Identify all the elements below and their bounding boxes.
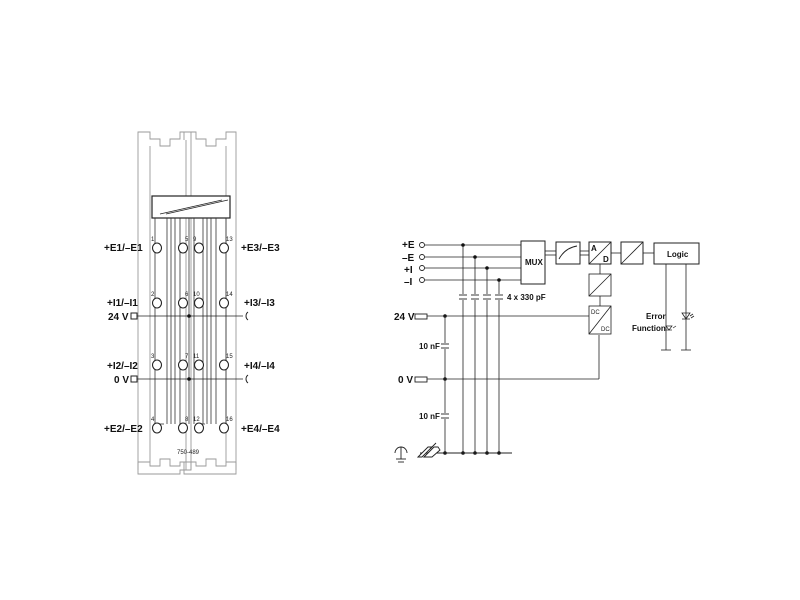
- schematic-input-terminals: [419, 242, 425, 283]
- terminal-number: 7: [185, 354, 189, 360]
- cap-10nf-label-1: 10 nF: [419, 342, 440, 351]
- label-24v-schematic: 24 V: [394, 312, 415, 323]
- terminal-number: 11: [193, 354, 200, 360]
- terminal-circles: [151, 242, 230, 434]
- module-electronics-block: [151, 195, 231, 219]
- adc-power-chain: [588, 264, 612, 335]
- label-e3: +E3/–E3: [241, 243, 280, 254]
- mux-label: MUX: [525, 258, 543, 267]
- module-number: 750-489: [177, 450, 200, 456]
- terminal-number: 6: [185, 292, 189, 298]
- dc-label-2: DC: [601, 327, 610, 333]
- logic-label: Logic: [667, 250, 689, 259]
- terminal-9: [193, 242, 205, 254]
- terminal-3: [151, 359, 163, 371]
- terminal-number: 3: [151, 354, 155, 360]
- terminal-0v-square: [130, 375, 138, 383]
- schematic-junctions: [443, 243, 501, 455]
- terminal-2: [151, 297, 163, 309]
- led-icon: [681, 312, 695, 320]
- capacitors-10nf: [441, 343, 449, 419]
- mux-block: [520, 240, 546, 285]
- module-left-labels: +E1/–E1 +I1/–I1 24 V +I2/–I2 0 V +E2/–E2: [104, 243, 143, 435]
- terminal-13: [218, 242, 230, 254]
- module-power-rails: [137, 315, 243, 380]
- terminal-number: 1: [151, 237, 155, 243]
- cap-10nf-label-2: 10 nF: [419, 412, 440, 421]
- capacitors-330pf: [459, 294, 503, 300]
- terminal-number: 2: [151, 292, 155, 298]
- dc-label-1: DC: [591, 310, 600, 316]
- label-i4: +I4/–I4: [244, 361, 275, 372]
- mux-to-filter-lines: [545, 250, 556, 256]
- input-label: +E: [402, 240, 415, 251]
- terminal-6: [177, 297, 189, 309]
- terminal-number: 9: [193, 237, 197, 243]
- label-i2: +I2/–I2: [107, 361, 138, 372]
- logic-output-lines: [661, 264, 691, 351]
- terminal-24v-schematic: [414, 313, 428, 320]
- terminal-5: [177, 242, 189, 254]
- terminal-number: 14: [226, 292, 233, 298]
- terminal-15: [218, 359, 230, 371]
- label-i3: +I3/–I3: [244, 298, 275, 309]
- label-e4: +E4/–E4: [241, 424, 280, 435]
- input-label: +I: [404, 265, 413, 276]
- input-label: –I: [404, 277, 413, 288]
- error-label: Error: [646, 312, 666, 321]
- schematic-input-lines: [425, 244, 521, 453]
- filter-block: [555, 241, 581, 265]
- terminal-number: 12: [193, 417, 200, 423]
- terminal-0v-schematic: [414, 376, 428, 383]
- din-rail-contact-icon: [416, 442, 441, 458]
- terminal-number: 15: [226, 354, 233, 360]
- label-0v-schematic: 0 V: [398, 375, 413, 386]
- terminal-number: 8: [185, 417, 189, 423]
- module-rail-junctions: [187, 314, 191, 381]
- isolator-block: [620, 241, 644, 265]
- terminal-number: 16: [226, 417, 233, 423]
- label-24v-left: 24 V: [108, 312, 129, 323]
- module-rail-hooks: [245, 311, 249, 384]
- cap-group-label: 4 x 330 pF: [507, 293, 546, 302]
- input-label: –E: [402, 253, 415, 264]
- terminal-number: 5: [185, 237, 189, 243]
- label-e2: +E2/–E2: [104, 424, 143, 435]
- label-i1: +I1/–I1: [107, 298, 138, 309]
- adc-d-label: D: [603, 255, 609, 264]
- terminal-1: [151, 242, 163, 254]
- logic-block: [653, 242, 700, 265]
- terminal-number: 13: [226, 237, 233, 243]
- ground-symbol-icon: [394, 446, 408, 463]
- terminal-7: [177, 359, 189, 371]
- terminal-8: [177, 422, 189, 434]
- module-internal-wires: [154, 218, 227, 425]
- filter-to-adc-lines: [580, 250, 589, 256]
- terminal-24v-square: [130, 312, 138, 320]
- module-right-labels: +E3/–E3 +I3/–I3 +I4/–I4 +E4/–E4: [241, 243, 280, 435]
- terminal-number: 10: [193, 292, 200, 298]
- function-led-icon: [665, 325, 677, 331]
- label-e1: +E1/–E1: [104, 243, 143, 254]
- schematic-supply-lines: [427, 315, 600, 453]
- function-label: Function: [632, 324, 666, 333]
- adc-a-label: A: [591, 244, 597, 253]
- adc-block: A D: [588, 241, 612, 265]
- terminal-4: [151, 422, 163, 434]
- terminal-16: [218, 422, 230, 434]
- terminal-numbers: 1 5 9 13 2 6 10 14 3 7 11 15 4 8 12 16: [151, 237, 233, 423]
- terminal-14: [218, 297, 230, 309]
- terminal-11: [193, 359, 205, 371]
- terminal-10: [193, 297, 205, 309]
- schematic-input-labels: +E –E +I –I: [402, 240, 415, 288]
- terminal-12: [193, 422, 205, 434]
- terminal-number: 4: [151, 417, 155, 423]
- label-0v-left: 0 V: [114, 375, 129, 386]
